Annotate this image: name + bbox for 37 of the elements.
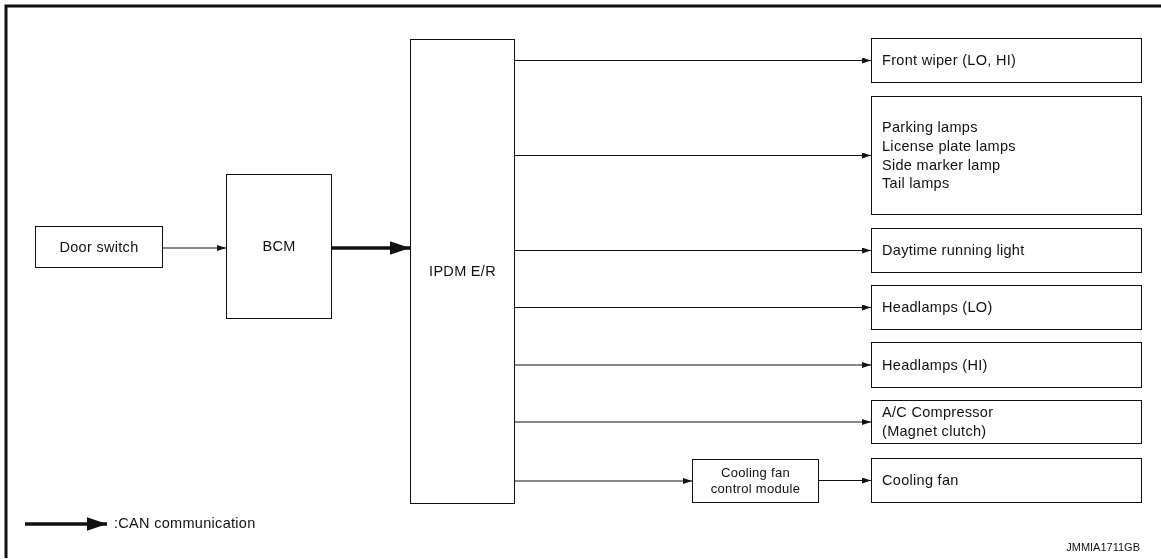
arrow [514, 478, 693, 484]
block-label: Cooling fan [882, 471, 959, 490]
block-label: Front wiper (LO, HI) [882, 51, 1017, 70]
block-box [871, 400, 1142, 444]
block-label: License plate lamps [882, 136, 1016, 156]
block-box [871, 342, 1142, 388]
figure-code: JMMIA1711GB [1066, 541, 1140, 553]
block-label: Headlamps (LO) [882, 298, 993, 317]
arrow [514, 362, 872, 368]
block-label: Parking lamps [882, 117, 978, 137]
block-box [871, 96, 1142, 215]
arrow [514, 57, 872, 64]
arrow [162, 245, 227, 251]
arrow [514, 304, 872, 311]
block-label: BCM [262, 237, 296, 256]
block-label: A/C Compressor (Magnet clutch) [882, 403, 995, 441]
block-label: Cooling fan control module [709, 464, 802, 498]
arrow [514, 152, 872, 159]
block-label: Daytime running light [882, 241, 1025, 260]
block-label: Headlamps (HI) [882, 355, 988, 375]
block-box [871, 38, 1142, 83]
arrow [514, 419, 872, 425]
legend-label: :CAN communication [114, 515, 256, 531]
block-label: Tail lamps [882, 174, 950, 194]
block-box [226, 174, 332, 319]
block-box [871, 285, 1142, 330]
arrow [818, 477, 872, 484]
block-box [410, 39, 515, 504]
arrow [332, 241, 410, 255]
block-box [35, 226, 163, 268]
block-box [871, 228, 1142, 273]
block-label: IPDM E/R [429, 262, 496, 281]
block-box [692, 459, 819, 503]
block-label: Side marker lamp [882, 155, 1001, 175]
arrow [514, 247, 872, 254]
block-box [871, 458, 1142, 503]
block-label: Door switch [59, 237, 139, 257]
